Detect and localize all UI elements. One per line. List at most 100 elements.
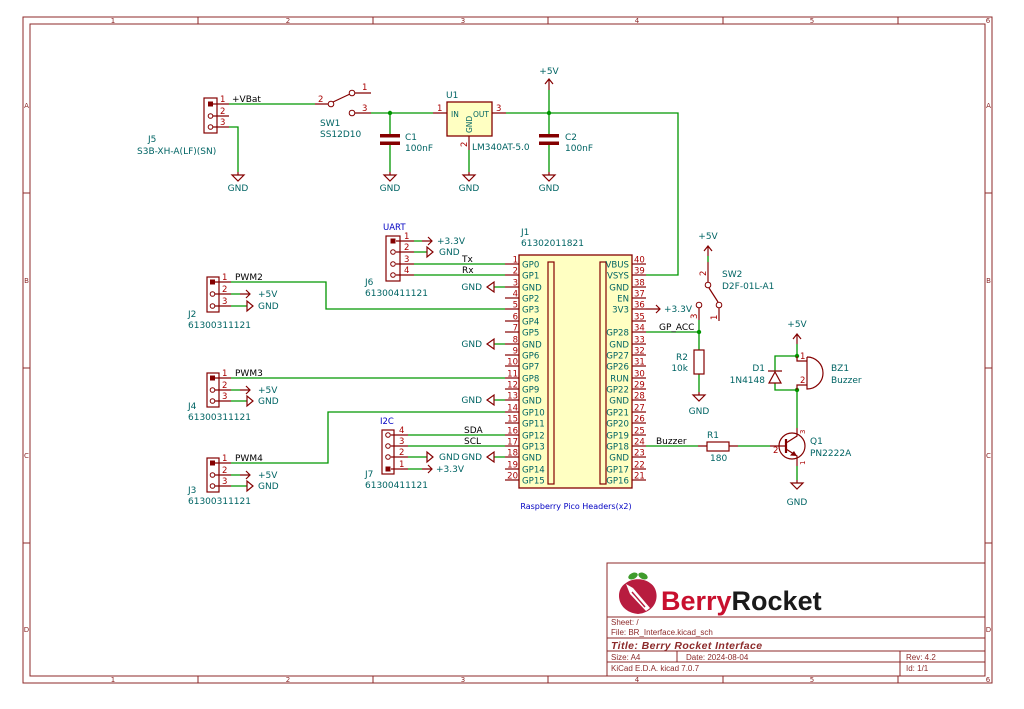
pin-number: 2 <box>399 448 404 458</box>
outer-border <box>22 16 993 684</box>
power-symbols: GND GND GND GND GND GND +5V +5V +5V +3.3… <box>228 67 808 508</box>
component-bz1[interactable]: 1 2 BZ1 Buzzer <box>796 352 862 390</box>
gnd-label: GND <box>787 498 808 508</box>
pin-number: 2 <box>699 271 709 276</box>
component-value: 180 <box>710 454 727 464</box>
ref-designator: C1 <box>405 133 417 143</box>
switch-lever <box>708 287 719 303</box>
component-r2[interactable]: R2 10k <box>671 349 705 375</box>
brand-part-2: Rocket <box>732 586 822 616</box>
pico-pin-name: GP13 <box>522 443 545 453</box>
pico-pin-number: 14 <box>507 404 518 414</box>
row-label-right: B <box>986 277 991 285</box>
capacitor-plate <box>380 134 400 138</box>
pico-pin-number: 35 <box>634 313 645 323</box>
component-j7[interactable]: 4 3 2 1 J7 61300411121 <box>364 426 428 491</box>
pin-number: 1 <box>362 83 367 93</box>
pico-pin-number: 3 <box>513 279 518 289</box>
component-j6[interactable]: 1 2 3 4 J6 61300411121 <box>364 232 428 299</box>
component-sw1[interactable]: 2 1 3 SW1 SS12D10 <box>315 83 371 140</box>
header-strip-right <box>599 261 607 485</box>
component-sw2[interactable]: 2 1 3 SW2 D2F-01L-A1 <box>690 262 774 321</box>
component-q1[interactable]: 2 3 1 Q1 PN2222A <box>770 428 852 466</box>
vcc5-arrow-icon <box>792 333 802 344</box>
vcc5-label: +5V <box>258 386 278 396</box>
net-label-tx: Tx <box>461 255 473 265</box>
component-u1[interactable]: IN OUT GND 1 3 2 U1 LM340AT-5.0 <box>433 91 530 153</box>
pico-pin-number: 17 <box>507 438 518 448</box>
component-r1[interactable]: R1 180 <box>698 431 738 464</box>
component-c2[interactable]: C2 100nF <box>539 133 593 154</box>
col-label-top: 2 <box>286 17 290 25</box>
pico-pin-name: GP3 <box>522 306 539 316</box>
gnd-symbol <box>485 393 495 407</box>
col-label-top: 6 <box>986 17 991 25</box>
pin-number: 2 <box>222 285 227 295</box>
component-j3[interactable]: 1 2 3 J3 61300311121 <box>187 454 251 507</box>
component-j4[interactable]: 1 2 3 J4 61300311121 <box>187 369 251 423</box>
regulator-body <box>446 101 493 137</box>
pico-pin-number: 2 <box>513 267 518 277</box>
component-value: Buzzer <box>831 376 862 386</box>
component-value: 61300411121 <box>365 481 428 491</box>
file-name: File: BR_Interface.kicad_sch <box>611 628 713 637</box>
wire-j7-power <box>408 456 427 470</box>
col-label-bottom: 3 <box>461 676 465 684</box>
component-j2[interactable]: 1 2 3 J2 61300311121 <box>187 273 251 331</box>
ref-designator: SW2 <box>722 270 742 280</box>
pin-number: 1 <box>399 460 404 470</box>
gnd-symbol <box>246 479 254 493</box>
pin-lines <box>796 356 807 390</box>
pico-pin-number: 16 <box>507 427 518 437</box>
component-value: 61300411121 <box>365 289 428 299</box>
title-block-border <box>606 562 986 677</box>
vcc33-label: +3.3V <box>436 465 465 475</box>
component-d1[interactable]: D1 1N4148 <box>730 364 783 386</box>
pin-lines <box>215 462 231 487</box>
ref-designator: J3 <box>187 486 196 496</box>
pin-number: 2 <box>460 142 470 147</box>
pico-pin-number: 22 <box>634 461 645 471</box>
pico-pin-name: GP21 <box>606 409 629 419</box>
gnd-label: GND <box>459 184 480 194</box>
gnd-label: GND <box>461 340 482 350</box>
pico-pin-number: 32 <box>634 347 645 357</box>
col-label-top: 1 <box>111 17 115 25</box>
net-label-vbat: +VBat <box>232 95 261 105</box>
pico-pin-number: 40 <box>634 256 645 266</box>
row-label-left: D <box>24 626 29 634</box>
ref-designator: D1 <box>752 364 765 374</box>
gnd-symbol <box>382 172 398 182</box>
gnd-label: GND <box>461 453 482 463</box>
pico-pin-name: GP22 <box>606 386 629 396</box>
pin-number: 1 <box>800 352 805 362</box>
switch-contact <box>327 100 335 108</box>
grid-ticks <box>23 17 992 683</box>
pin-lines <box>698 262 720 321</box>
vcc5-label: +5V <box>258 471 278 481</box>
wire-5v-rail <box>506 112 679 276</box>
vcc5-arrow-icon <box>240 289 251 299</box>
component-c1[interactable]: C1 100nF <box>380 133 433 154</box>
connector-body <box>385 235 401 282</box>
ref-designator: J6 <box>364 278 374 288</box>
pin1-marker <box>210 279 215 285</box>
pin-number: 1 <box>799 461 807 465</box>
wire-pwm2 <box>231 281 505 310</box>
gnd-label: GND <box>461 396 482 406</box>
pin-number: 3 <box>362 104 367 114</box>
pico-pin-name: GP6 <box>522 352 539 362</box>
vcc33-arrow-icon <box>422 236 433 246</box>
pico-pin-number: 30 <box>634 370 645 380</box>
pico-pin-number: 36 <box>634 301 645 311</box>
sheet-revision: Rev: 4.2 <box>906 653 936 662</box>
pin-lines <box>433 112 506 150</box>
component-j5[interactable]: 1 2 3 J5 S3B-XH-A(LF)(SN) <box>137 95 229 157</box>
ref-designator: Q1 <box>810 437 823 447</box>
pico-pin-number: 37 <box>634 290 645 300</box>
pico-pin-name: GP16 <box>606 477 629 487</box>
gnd-label: GND <box>539 184 560 194</box>
pin-number: 3 <box>222 477 227 487</box>
col-label-bottom: 2 <box>286 676 290 684</box>
